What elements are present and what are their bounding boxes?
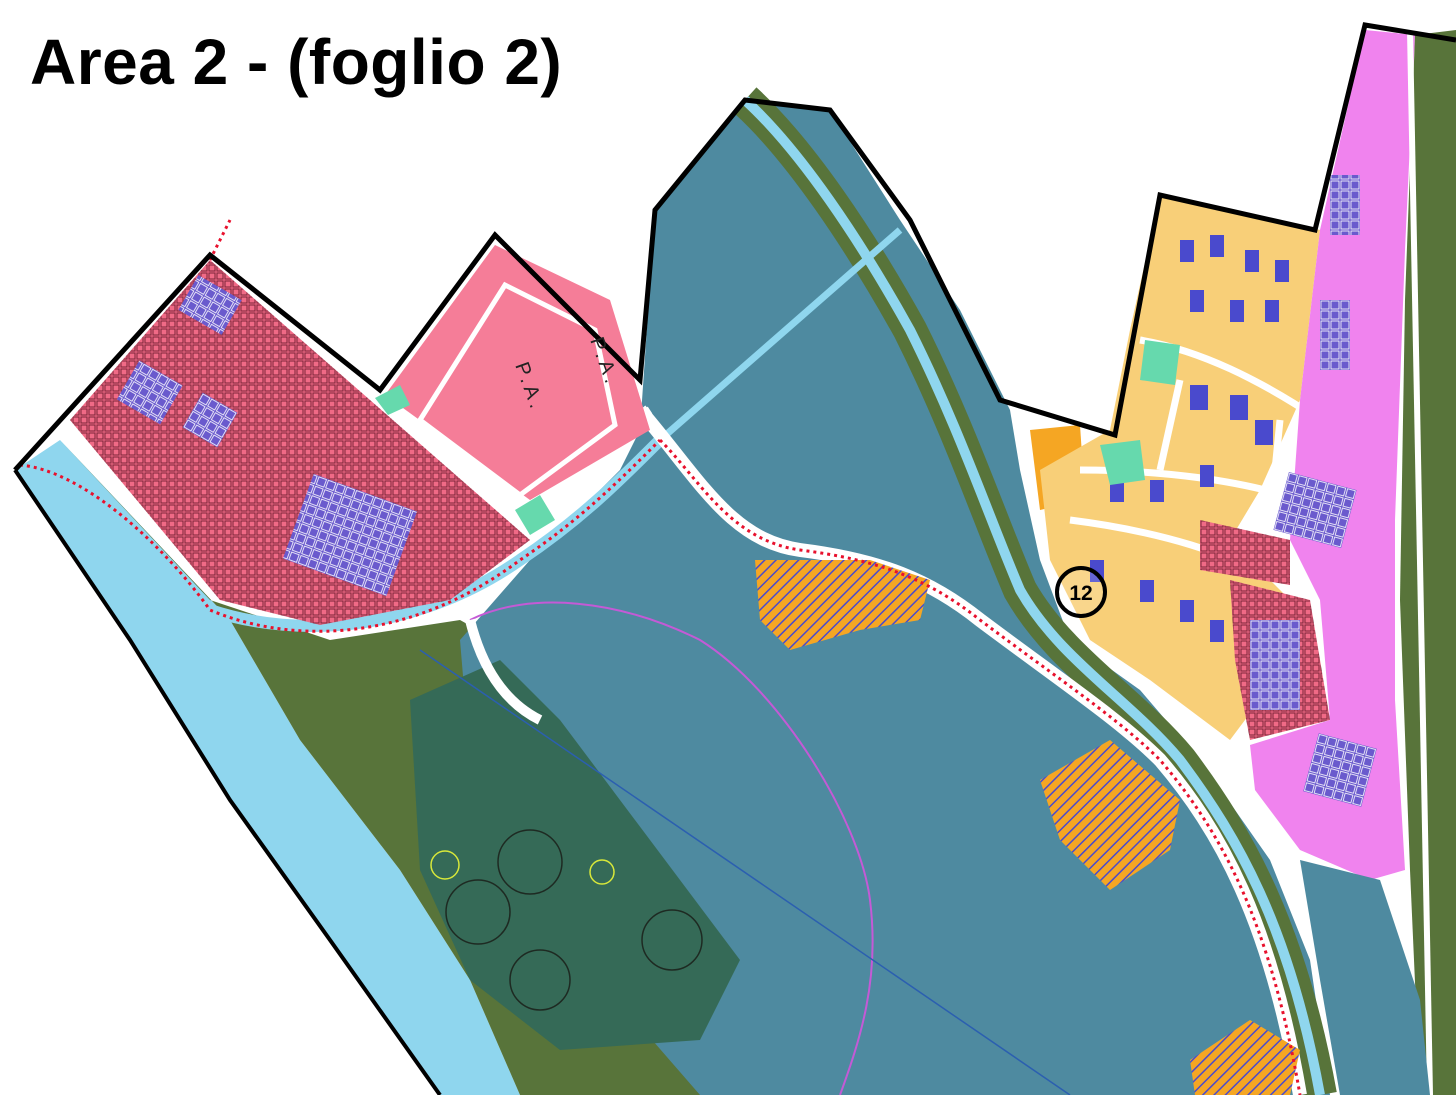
building-block [1250,620,1300,710]
building-block [182,392,238,448]
map-title: Area 2 - (foglio 2) [30,26,563,98]
building-block [1273,471,1357,549]
residential-buildings [1090,235,1289,642]
pa-zone-inner [416,281,618,499]
area-boundary [13,22,1456,472]
cross-canal [657,227,903,443]
marker-label: 12 [1069,582,1092,605]
canal-water [741,96,1325,1095]
building-block [178,275,242,335]
residential-hatched-zone [1200,520,1290,585]
ring-road-line [469,601,874,1095]
mint-patch [375,385,410,415]
orange-zone [1040,740,1180,890]
building-block [282,473,418,597]
river-boundary [13,468,442,1095]
lower-right-zone [1300,860,1430,1095]
right-edge-road [1407,29,1433,1095]
secondary-road [465,618,543,725]
commercial-zone [1250,30,1415,880]
straight-canal-line [419,649,1071,1095]
building-block [1320,300,1350,370]
building-block [1303,733,1377,807]
treatment-plant-area [410,660,740,1050]
map-marker-12[interactable]: 12 [1055,566,1107,618]
industrial-zone-hatched [70,260,530,625]
river-area [15,440,520,1095]
treatment-tanks [430,829,703,1011]
building-block [1330,175,1360,235]
red-dotted-boundary [19,219,1302,1095]
orange-zone [1190,1020,1300,1095]
mint-patch [515,495,555,535]
building-block [116,360,183,425]
mint-patch [1140,340,1180,385]
orange-zone [755,560,930,650]
mint-patch [1100,440,1145,485]
